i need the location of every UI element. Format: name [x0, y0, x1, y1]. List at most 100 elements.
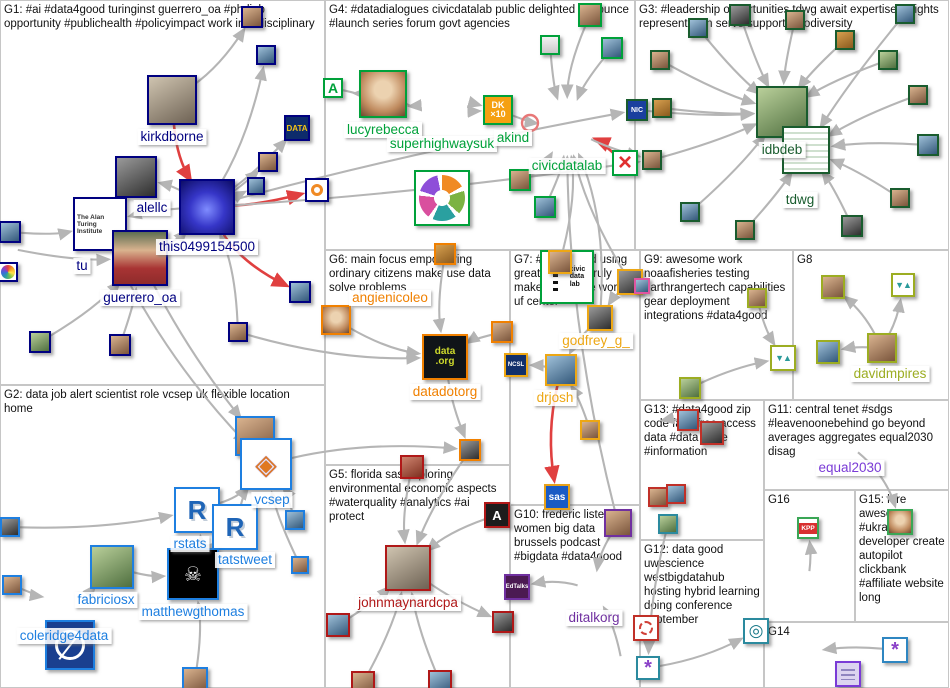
- node-g13f[interactable]: [658, 514, 678, 534]
- node-drjosh[interactable]: [545, 354, 577, 386]
- node-this0499154500[interactable]: [179, 179, 235, 235]
- node-g8b[interactable]: ▼▲: [891, 273, 915, 297]
- node-datadotorg[interactable]: data .org: [422, 334, 468, 380]
- node-g5ab[interactable]: A: [484, 502, 510, 528]
- node-g3h[interactable]: [917, 134, 939, 156]
- node-anode[interactable]: A: [323, 78, 343, 98]
- node-g8c[interactable]: [816, 340, 840, 364]
- node-equal2030[interactable]: [835, 661, 861, 687]
- node-superhighwaysuk[interactable]: [414, 170, 470, 226]
- edge: [840, 340, 868, 353]
- edge: [659, 637, 744, 668]
- node-g2e[interactable]: [2, 575, 22, 595]
- node-g2c[interactable]: [291, 556, 309, 574]
- node-g9c[interactable]: [679, 377, 701, 399]
- edge: [830, 138, 918, 151]
- node-g4b[interactable]: [601, 37, 623, 59]
- node-g13e[interactable]: [666, 484, 686, 504]
- node-lucyrebecca[interactable]: [359, 70, 407, 118]
- node-edtalks[interactable]: EdTalks: [504, 574, 530, 600]
- edge: [247, 333, 422, 365]
- node-oring[interactable]: [305, 178, 329, 202]
- node-g3n[interactable]: [652, 98, 672, 118]
- node-g1f[interactable]: [228, 322, 248, 342]
- node-alellc[interactable]: [115, 156, 157, 198]
- node-g1h[interactable]: [29, 331, 51, 353]
- node-g9b[interactable]: ▼▲: [770, 345, 796, 371]
- node-g13d[interactable]: [648, 487, 668, 507]
- node-g5c[interactable]: [326, 613, 350, 637]
- node-g1b[interactable]: [256, 45, 276, 65]
- node-matthewgthomas[interactable]: ☠: [167, 548, 219, 600]
- node-databox[interactable]: DATA: [284, 115, 310, 141]
- node-g6a[interactable]: [434, 243, 456, 265]
- node-g3i[interactable]: [890, 188, 910, 208]
- node-nic[interactable]: NIC: [626, 99, 648, 121]
- node-g3a[interactable]: [650, 50, 670, 70]
- node-g5e[interactable]: [492, 611, 514, 633]
- node-akind[interactable]: DK ×10: [483, 95, 513, 125]
- node-g3g[interactable]: [908, 85, 928, 105]
- node-g3o[interactable]: [895, 4, 915, 24]
- node-g3k[interactable]: [735, 220, 755, 240]
- node-g13a[interactable]: [633, 615, 659, 641]
- node-g15a[interactable]: [887, 509, 913, 535]
- node-g3e[interactable]: [835, 30, 855, 50]
- node-godfrey_g_[interactable]: [587, 305, 613, 331]
- node-g14b[interactable]: *: [882, 637, 908, 663]
- node-g7c[interactable]: [580, 420, 600, 440]
- node-tatstweet[interactable]: R: [212, 504, 258, 550]
- vcsep-glyph: ◈: [255, 448, 277, 480]
- edge: [425, 518, 486, 553]
- node-angienicoleo[interactable]: [321, 305, 351, 335]
- node-g3c[interactable]: [729, 4, 751, 26]
- node-g2b[interactable]: [285, 510, 305, 530]
- node-johnmaynardcpa[interactable]: [385, 545, 431, 591]
- node-guerrero_oa[interactable]: [112, 230, 168, 286]
- node-g4e[interactable]: [534, 196, 556, 218]
- tinylogo-glyph: *: [891, 639, 899, 661]
- node-kpp[interactable]: KPP: [797, 517, 819, 539]
- node-g13c[interactable]: [700, 421, 724, 445]
- node-g1c[interactable]: [258, 152, 278, 172]
- node-vcsep[interactable]: ◈: [240, 438, 292, 490]
- node-g5a[interactable]: [400, 455, 424, 479]
- node-g3m[interactable]: [642, 150, 662, 170]
- node-rainbow[interactable]: [0, 262, 18, 282]
- node-g4c[interactable]: [540, 35, 560, 55]
- node-g5f[interactable]: [428, 670, 452, 688]
- node-g13b[interactable]: [677, 409, 699, 431]
- node-g12a[interactable]: *: [636, 656, 660, 680]
- node-fabriciosx[interactable]: [90, 545, 134, 589]
- node-g1a[interactable]: [241, 6, 263, 28]
- node-kirkdborne[interactable]: [147, 75, 197, 125]
- node-g5d[interactable]: [351, 671, 375, 688]
- node-g1d[interactable]: [247, 177, 265, 195]
- node-g6b[interactable]: [491, 321, 513, 343]
- node-g3l[interactable]: [680, 202, 700, 222]
- node-g8a[interactable]: [821, 275, 845, 299]
- node-g2f[interactable]: [182, 667, 208, 688]
- node-g3d[interactable]: [785, 10, 805, 30]
- node-ncsl[interactable]: NCSL: [504, 353, 528, 377]
- node-g1g[interactable]: [109, 334, 131, 356]
- node-g3f[interactable]: [878, 50, 898, 70]
- node-g3j[interactable]: [841, 215, 863, 237]
- node-g4d[interactable]: [509, 169, 531, 191]
- node-fred[interactable]: [604, 509, 632, 537]
- node-g9a[interactable]: [747, 288, 767, 308]
- node-g1e[interactable]: [289, 281, 311, 303]
- node-g6c[interactable]: [459, 439, 481, 461]
- node-compass[interactable]: ◎: [743, 618, 769, 644]
- node-g2d[interactable]: [0, 517, 20, 537]
- node-g1i[interactable]: [0, 221, 21, 243]
- node-g9pink[interactable]: [634, 278, 650, 294]
- node-g4a[interactable]: [578, 3, 602, 27]
- node-davidmpires[interactable]: [867, 333, 897, 363]
- node-xnode[interactable]: ×: [612, 150, 638, 176]
- node-g3b[interactable]: [688, 18, 708, 38]
- node-g7a[interactable]: [548, 250, 572, 274]
- node-sas[interactable]: sas: [544, 484, 570, 510]
- edge: [48, 279, 122, 338]
